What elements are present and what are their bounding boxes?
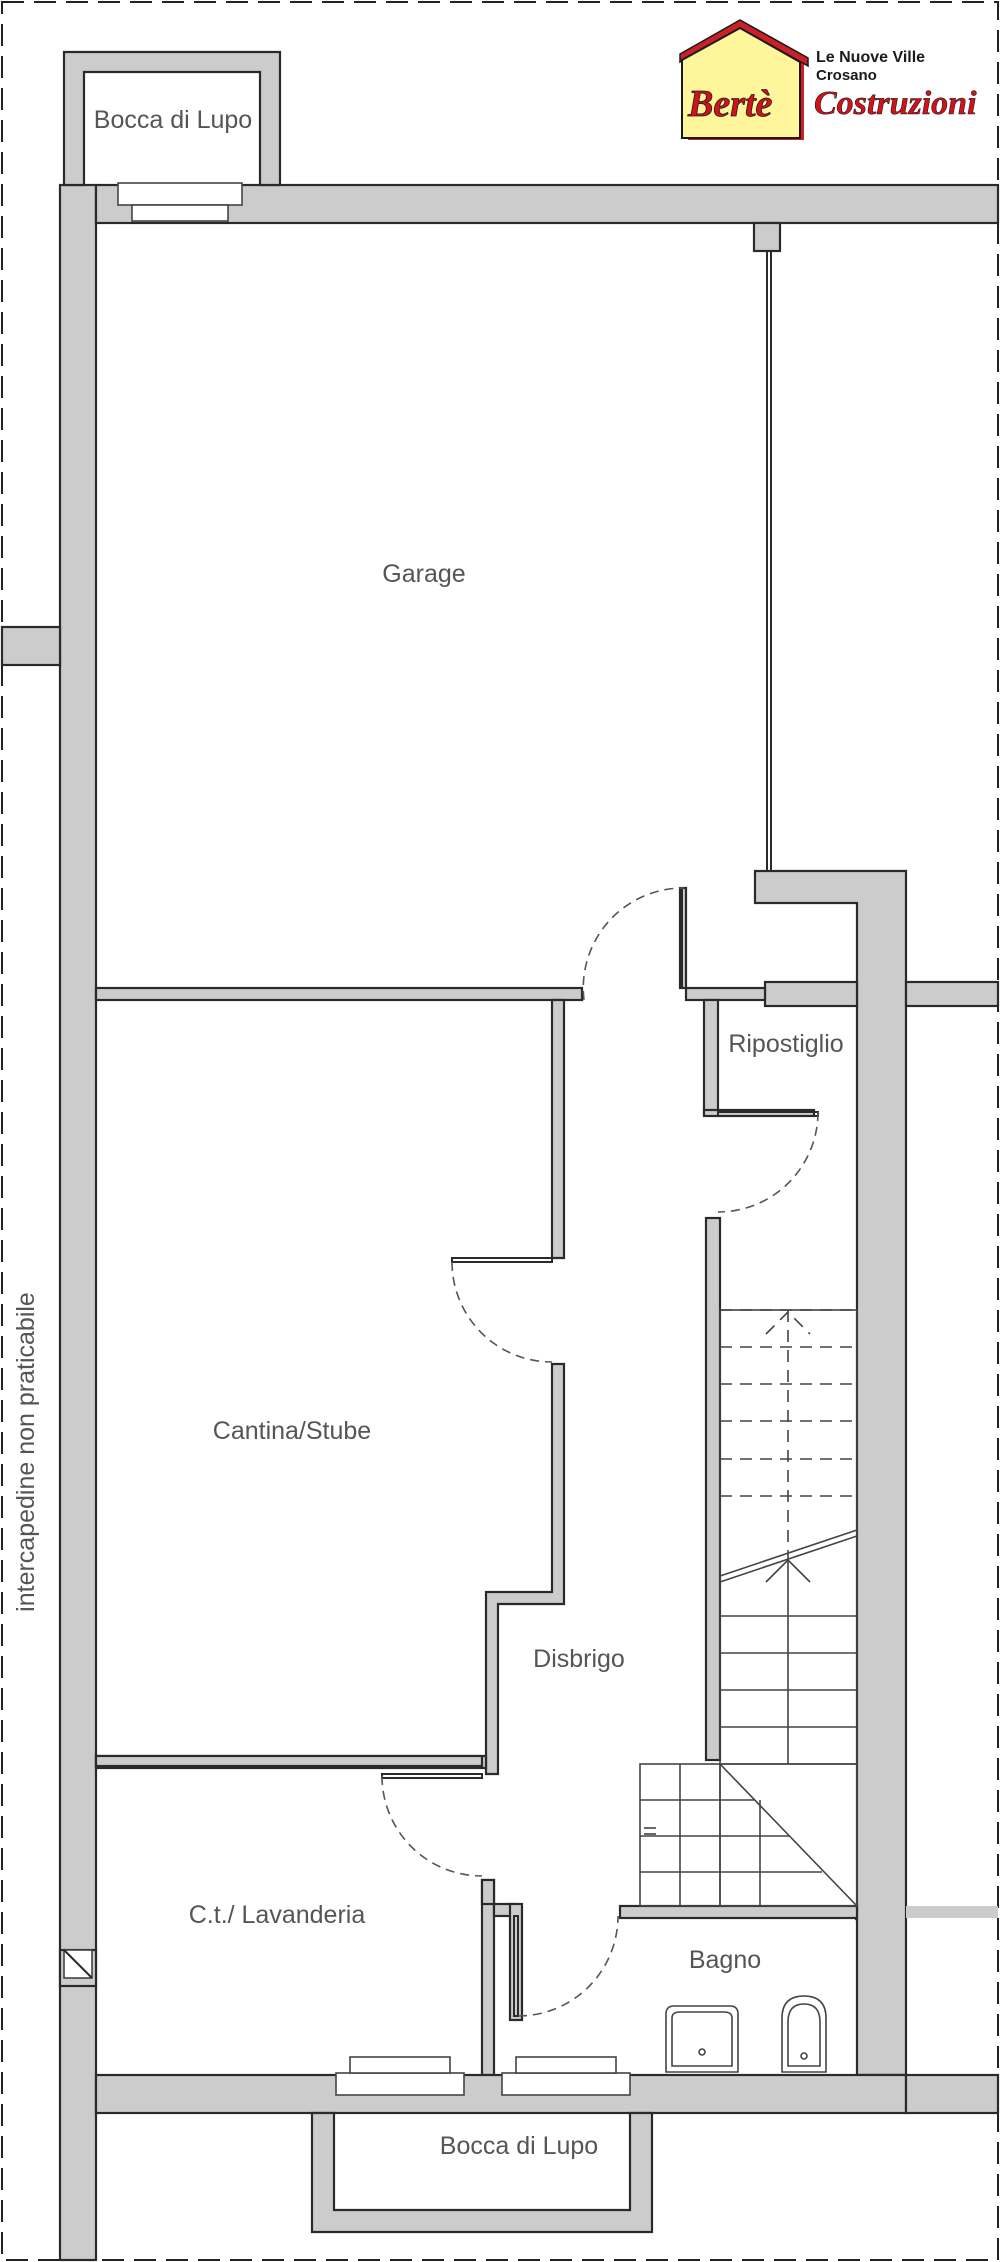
stair-winder-diag — [719, 1763, 858, 1907]
stair-cut-line-1 — [719, 1529, 858, 1577]
wall-lavanderia-top — [94, 1754, 484, 1768]
wall-right-stub — [904, 980, 1000, 1008]
wall-ripostiglio-left — [702, 998, 720, 1116]
wall-lavanderia-door-stub — [480, 1878, 496, 1906]
wall-bottom-right — [904, 2073, 1000, 2115]
boiler-symbol-diag — [63, 1949, 93, 1979]
wall-corridor-right — [704, 1216, 722, 1762]
window-top — [117, 182, 243, 206]
wall-top — [94, 183, 1000, 225]
swing-cantina — [451, 1261, 553, 1363]
logo-tagline: Costruzioni — [814, 85, 977, 122]
window-top-sill — [131, 204, 229, 222]
wall-bagno-top — [618, 1904, 859, 1920]
company-logo: Le Nuove Ville Crosano Bertè Costruzioni — [679, 19, 977, 140]
stair-cut-line-2 — [719, 1535, 858, 1583]
bidet-inner — [787, 2003, 821, 2067]
label-ripostiglio: Ripostiglio — [728, 1030, 843, 1058]
label-lavanderia: C.t./ Lavanderia — [189, 1901, 366, 1929]
wall-ripostiglio-top — [763, 980, 859, 1008]
swing-lavanderia — [381, 1775, 483, 1877]
door-bagno-leaf — [513, 1915, 519, 2017]
stair-dash-arrow — [765, 1310, 811, 1335]
stair-winder-box — [639, 1763, 858, 1907]
logo-line2: Crosano — [816, 67, 877, 84]
logo-house-body — [681, 26, 801, 139]
door-lavanderia-leaf — [381, 1773, 483, 1779]
label-cantina: Cantina/Stube — [213, 1417, 371, 1445]
room-labels: Bocca di Lupo Garage Ripostiglio Cantina… — [12, 106, 844, 2160]
window-bottom-right-sill — [515, 2056, 617, 2074]
wall-right-grey-band — [906, 1906, 998, 1918]
thin-lines — [63, 182, 819, 2096]
wall-bocca-top — [62, 50, 282, 187]
label-bocca-bottom: Bocca di Lupo — [440, 2132, 598, 2160]
label-garage: Garage — [382, 560, 465, 588]
wall-column-top — [752, 221, 782, 253]
logo-brand: Bertè — [687, 83, 773, 125]
wall-bocca-bottom — [310, 2111, 654, 2234]
door-cantina-leaf — [451, 1257, 553, 1263]
label-bocca-top: Bocca di Lupo — [94, 106, 252, 134]
swing-garage — [582, 887, 685, 1001]
wall-lavanderia-right — [480, 1878, 496, 2077]
swing-ripostiglio — [717, 1111, 819, 1213]
wall-cantina-right — [550, 998, 566, 1260]
wall-garage-bottom — [94, 986, 584, 1002]
bathroom-fixtures — [665, 1995, 827, 2073]
wall-garage-bottom-right — [684, 986, 767, 1002]
label-bagno: Bagno — [689, 1946, 761, 1974]
logo-line1: Le Nuove Ville — [816, 49, 925, 66]
window-bottom-left — [335, 2072, 465, 2096]
shower-drain — [698, 2048, 706, 2056]
wall-left-outer — [58, 183, 98, 2262]
wall-left-stub — [0, 625, 62, 667]
wall-bottom — [94, 2073, 908, 2115]
bidet-drain — [800, 2052, 808, 2060]
walls — [0, 50, 1000, 2262]
door-swings — [381, 887, 819, 2017]
side-note: intercapedine non praticabile — [12, 1292, 40, 1612]
staircase — [639, 1309, 858, 1907]
shower-tray-inner — [671, 2011, 733, 2067]
label-disbrigo: Disbrigo — [533, 1645, 625, 1673]
stair-arrow — [765, 1558, 811, 1583]
swing-bagno — [517, 1915, 619, 2017]
window-bottom-right — [501, 2072, 631, 2096]
window-bottom-left-sill — [349, 2056, 451, 2074]
wall-cantina-right-lower — [484, 1362, 566, 1776]
wall-bagno-left-vert — [508, 1902, 524, 2022]
